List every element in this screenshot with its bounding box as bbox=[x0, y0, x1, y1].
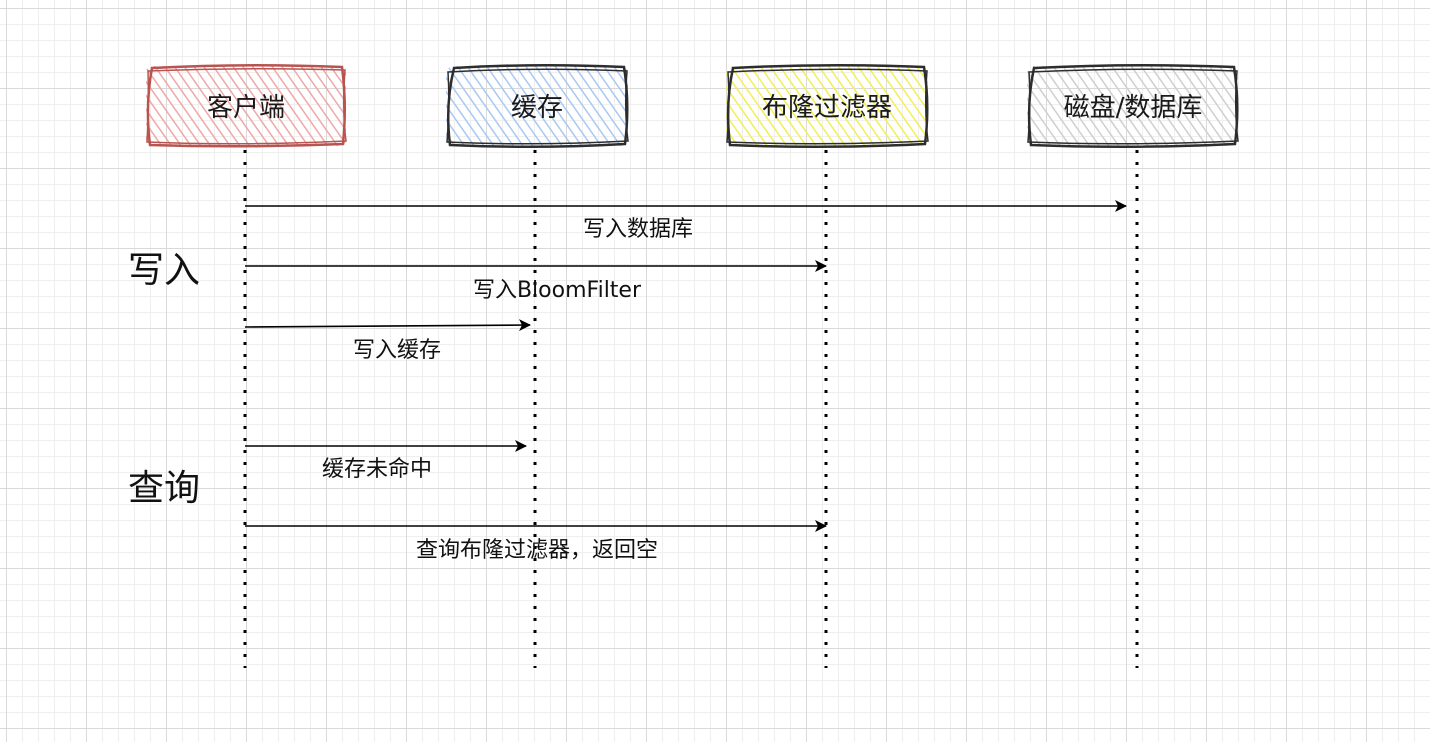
message-write-bloom: 写入BloomFilter bbox=[245, 260, 827, 303]
actor-client: 客户端 bbox=[146, 63, 347, 148]
message-query-bloom: 查询布隆过滤器，返回空 bbox=[245, 520, 827, 563]
message-label: 写入数据库 bbox=[583, 217, 693, 242]
section-label-query: 查询 bbox=[128, 468, 200, 509]
actor-cache-label: 缓存 bbox=[511, 93, 563, 123]
message-label: 写入BloomFilter bbox=[473, 278, 642, 303]
actor-bloom: 布隆过滤器 bbox=[726, 63, 929, 149]
message-write-db: 写入数据库 bbox=[245, 200, 1127, 242]
message-label: 写入缓存 bbox=[353, 338, 441, 363]
message-arrow bbox=[244, 319, 531, 332]
actor-cache: 缓存 bbox=[446, 63, 629, 149]
actor-db-label: 磁盘/数据库 bbox=[1064, 93, 1203, 123]
message-write-cache: 写入缓存 bbox=[244, 319, 531, 363]
section-label-write: 写入 bbox=[128, 250, 200, 291]
message-label: 缓存未命中 bbox=[322, 457, 432, 482]
actor-bloom-label: 布隆过滤器 bbox=[762, 93, 892, 123]
message-cache-miss: 缓存未命中 bbox=[245, 440, 527, 482]
actor-db: 磁盘/数据库 bbox=[1027, 63, 1239, 149]
actor-client-label: 客户端 bbox=[207, 93, 285, 123]
message-label: 查询布隆过滤器，返回空 bbox=[416, 538, 658, 563]
